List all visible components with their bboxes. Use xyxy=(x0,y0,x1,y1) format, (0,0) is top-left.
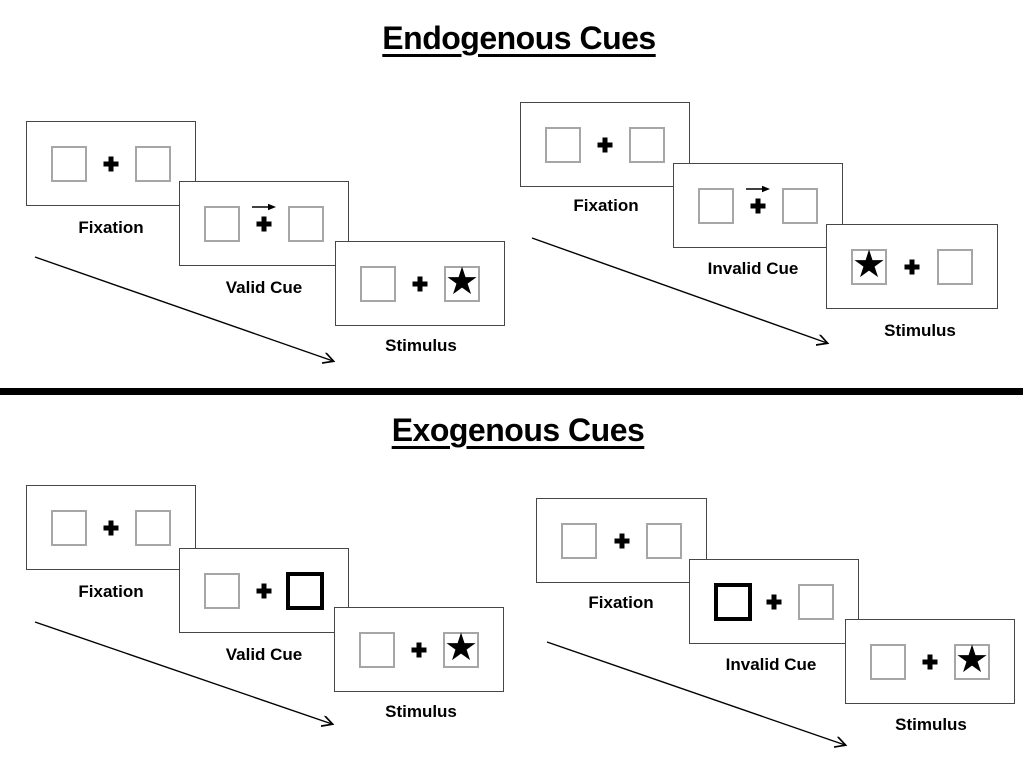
star-target: ★ xyxy=(954,639,990,681)
left-box xyxy=(204,205,240,242)
exogenous-valid-fixation-frame xyxy=(26,485,196,570)
frame-label: Fixation xyxy=(78,582,144,601)
left-box xyxy=(870,643,906,680)
left-box-with-target: ★ xyxy=(851,244,887,286)
left-box xyxy=(51,145,87,182)
frame-label: Stimulus xyxy=(385,336,457,355)
right-box xyxy=(646,522,682,559)
section-title-endogenous: Endogenous Cues xyxy=(382,20,656,56)
right-box xyxy=(288,205,324,242)
time-course-arrow xyxy=(34,621,340,731)
frame-label: Valid Cue xyxy=(225,645,303,664)
frame-label: Fixation xyxy=(78,218,144,237)
fixation-cross-icon xyxy=(256,216,272,231)
exogenous-valid-stimulus-frame: ★ xyxy=(334,607,504,692)
frame-label: Stimulus xyxy=(884,321,956,340)
frame-label: Fixation xyxy=(588,593,654,612)
right-box xyxy=(135,509,171,546)
fixation-cross-icon xyxy=(614,533,629,548)
fixation-cross-icon xyxy=(256,583,272,598)
section-title-exogenous: Exogenous Cues xyxy=(391,412,645,448)
fixation-cross-icon xyxy=(412,276,428,291)
time-course-arrow xyxy=(34,256,342,368)
right-box-with-target: ★ xyxy=(954,639,990,681)
cue-arrow-right-icon xyxy=(252,203,276,210)
exogenous-invalid-cue-frame xyxy=(689,559,859,644)
time-course-arrow xyxy=(546,641,854,751)
fixation-cross-icon xyxy=(766,594,782,609)
exogenous-invalid-stimulus-frame: ★ xyxy=(845,619,1015,704)
fixation-cross-icon xyxy=(750,198,766,213)
time-course-arrow xyxy=(531,237,837,349)
endogenous-valid-stimulus-frame: ★ xyxy=(335,241,505,326)
star-target: ★ xyxy=(851,244,887,286)
fixation-cross-icon xyxy=(904,259,920,274)
cue-arrow-right-icon xyxy=(746,185,770,192)
frame-label: Invalid Cue xyxy=(707,259,799,278)
right-box-highlighted-cue xyxy=(286,571,324,610)
exogenous-invalid-fixation-frame xyxy=(536,498,707,583)
fixation-cross-icon xyxy=(103,520,119,535)
star-target: ★ xyxy=(443,627,479,669)
fixation-cross-icon xyxy=(411,642,427,657)
right-box-with-target: ★ xyxy=(444,261,480,303)
right-box xyxy=(135,145,171,182)
left-box xyxy=(360,265,396,302)
left-box xyxy=(359,631,395,668)
frame-label: Fixation xyxy=(573,196,639,215)
fixation-cross-icon xyxy=(922,654,938,669)
right-box xyxy=(782,187,818,224)
frame-label: Stimulus xyxy=(385,702,457,721)
frame-label: Stimulus xyxy=(895,715,967,734)
frame-label: Valid Cue xyxy=(225,278,303,297)
right-box xyxy=(629,126,665,163)
endogenous-invalid-fixation-frame xyxy=(520,102,690,187)
endogenous-invalid-stimulus-frame: ★ xyxy=(826,224,998,309)
section-divider xyxy=(0,388,1023,395)
right-box xyxy=(798,583,834,620)
left-box xyxy=(545,126,581,163)
fixation-cross-icon xyxy=(597,137,613,152)
left-box xyxy=(204,572,240,609)
exogenous-valid-cue-frame xyxy=(179,548,349,633)
fixation-cross-icon xyxy=(103,156,119,171)
right-box-with-target: ★ xyxy=(443,627,479,669)
left-box xyxy=(698,187,734,224)
frame-label: Invalid Cue xyxy=(725,655,817,674)
star-target: ★ xyxy=(444,261,480,303)
endogenous-valid-cue-frame xyxy=(179,181,349,266)
endogenous-valid-fixation-frame xyxy=(26,121,196,206)
right-box xyxy=(937,248,973,285)
left-box xyxy=(51,509,87,546)
endogenous-invalid-cue-frame xyxy=(673,163,843,248)
left-box xyxy=(561,522,597,559)
left-box-highlighted-cue xyxy=(714,582,752,621)
